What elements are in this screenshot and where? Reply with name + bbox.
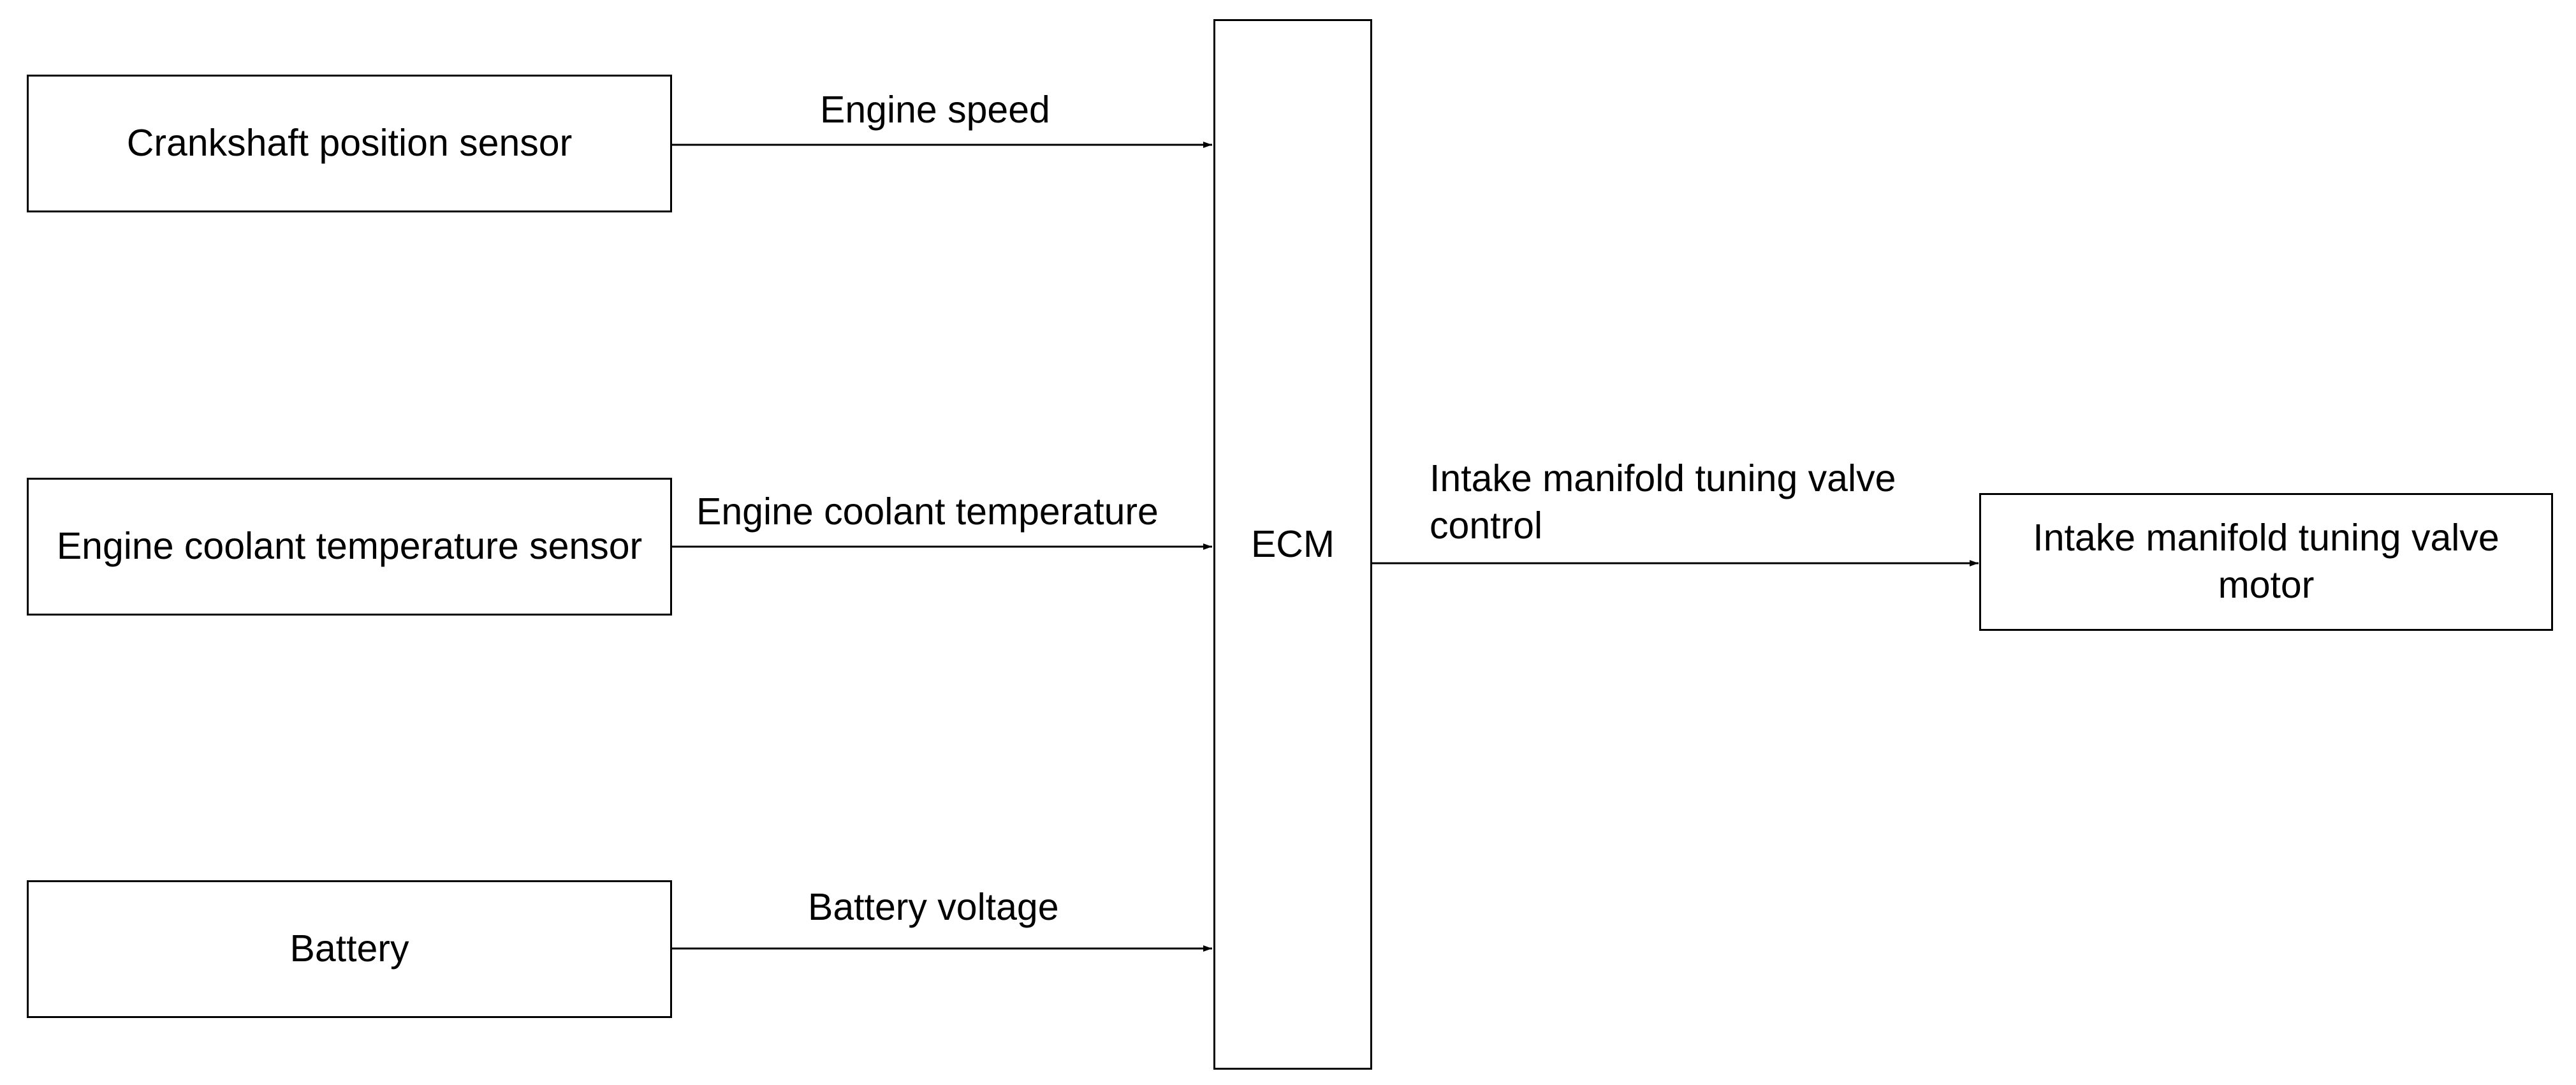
- crankshaft-position-sensor-box: Crankshaft position sensor: [27, 75, 672, 212]
- intake-manifold-tuning-valve-control-label: Intake manifold tuning valve control: [1430, 457, 1896, 547]
- ecm-label: ECM: [1250, 522, 1335, 565]
- crankshaft-position-sensor-label: Crankshaft position sensor: [126, 122, 573, 165]
- engine-coolant-temperature-label: Engine coolant temperature: [696, 491, 1159, 533]
- engine-coolant-temperature-sensor-label: Engine coolant temperature sensor: [56, 525, 643, 568]
- engine-speed-label: Engine speed: [820, 89, 1050, 131]
- battery-label: Battery: [289, 927, 409, 970]
- battery-voltage-label: Battery voltage: [808, 886, 1059, 928]
- intake-manifold-tuning-valve-motor-label: Intake manifold tuning valve motor: [2033, 517, 2499, 606]
- engine-coolant-temperature-sensor-box: Engine coolant temperature sensor: [27, 478, 672, 616]
- battery-box: Battery: [27, 880, 672, 1018]
- intake-manifold-tuning-valve-motor-box: Intake manifold tuning valve motor: [1979, 493, 2553, 631]
- ecm-box: ECM: [1213, 19, 1372, 1070]
